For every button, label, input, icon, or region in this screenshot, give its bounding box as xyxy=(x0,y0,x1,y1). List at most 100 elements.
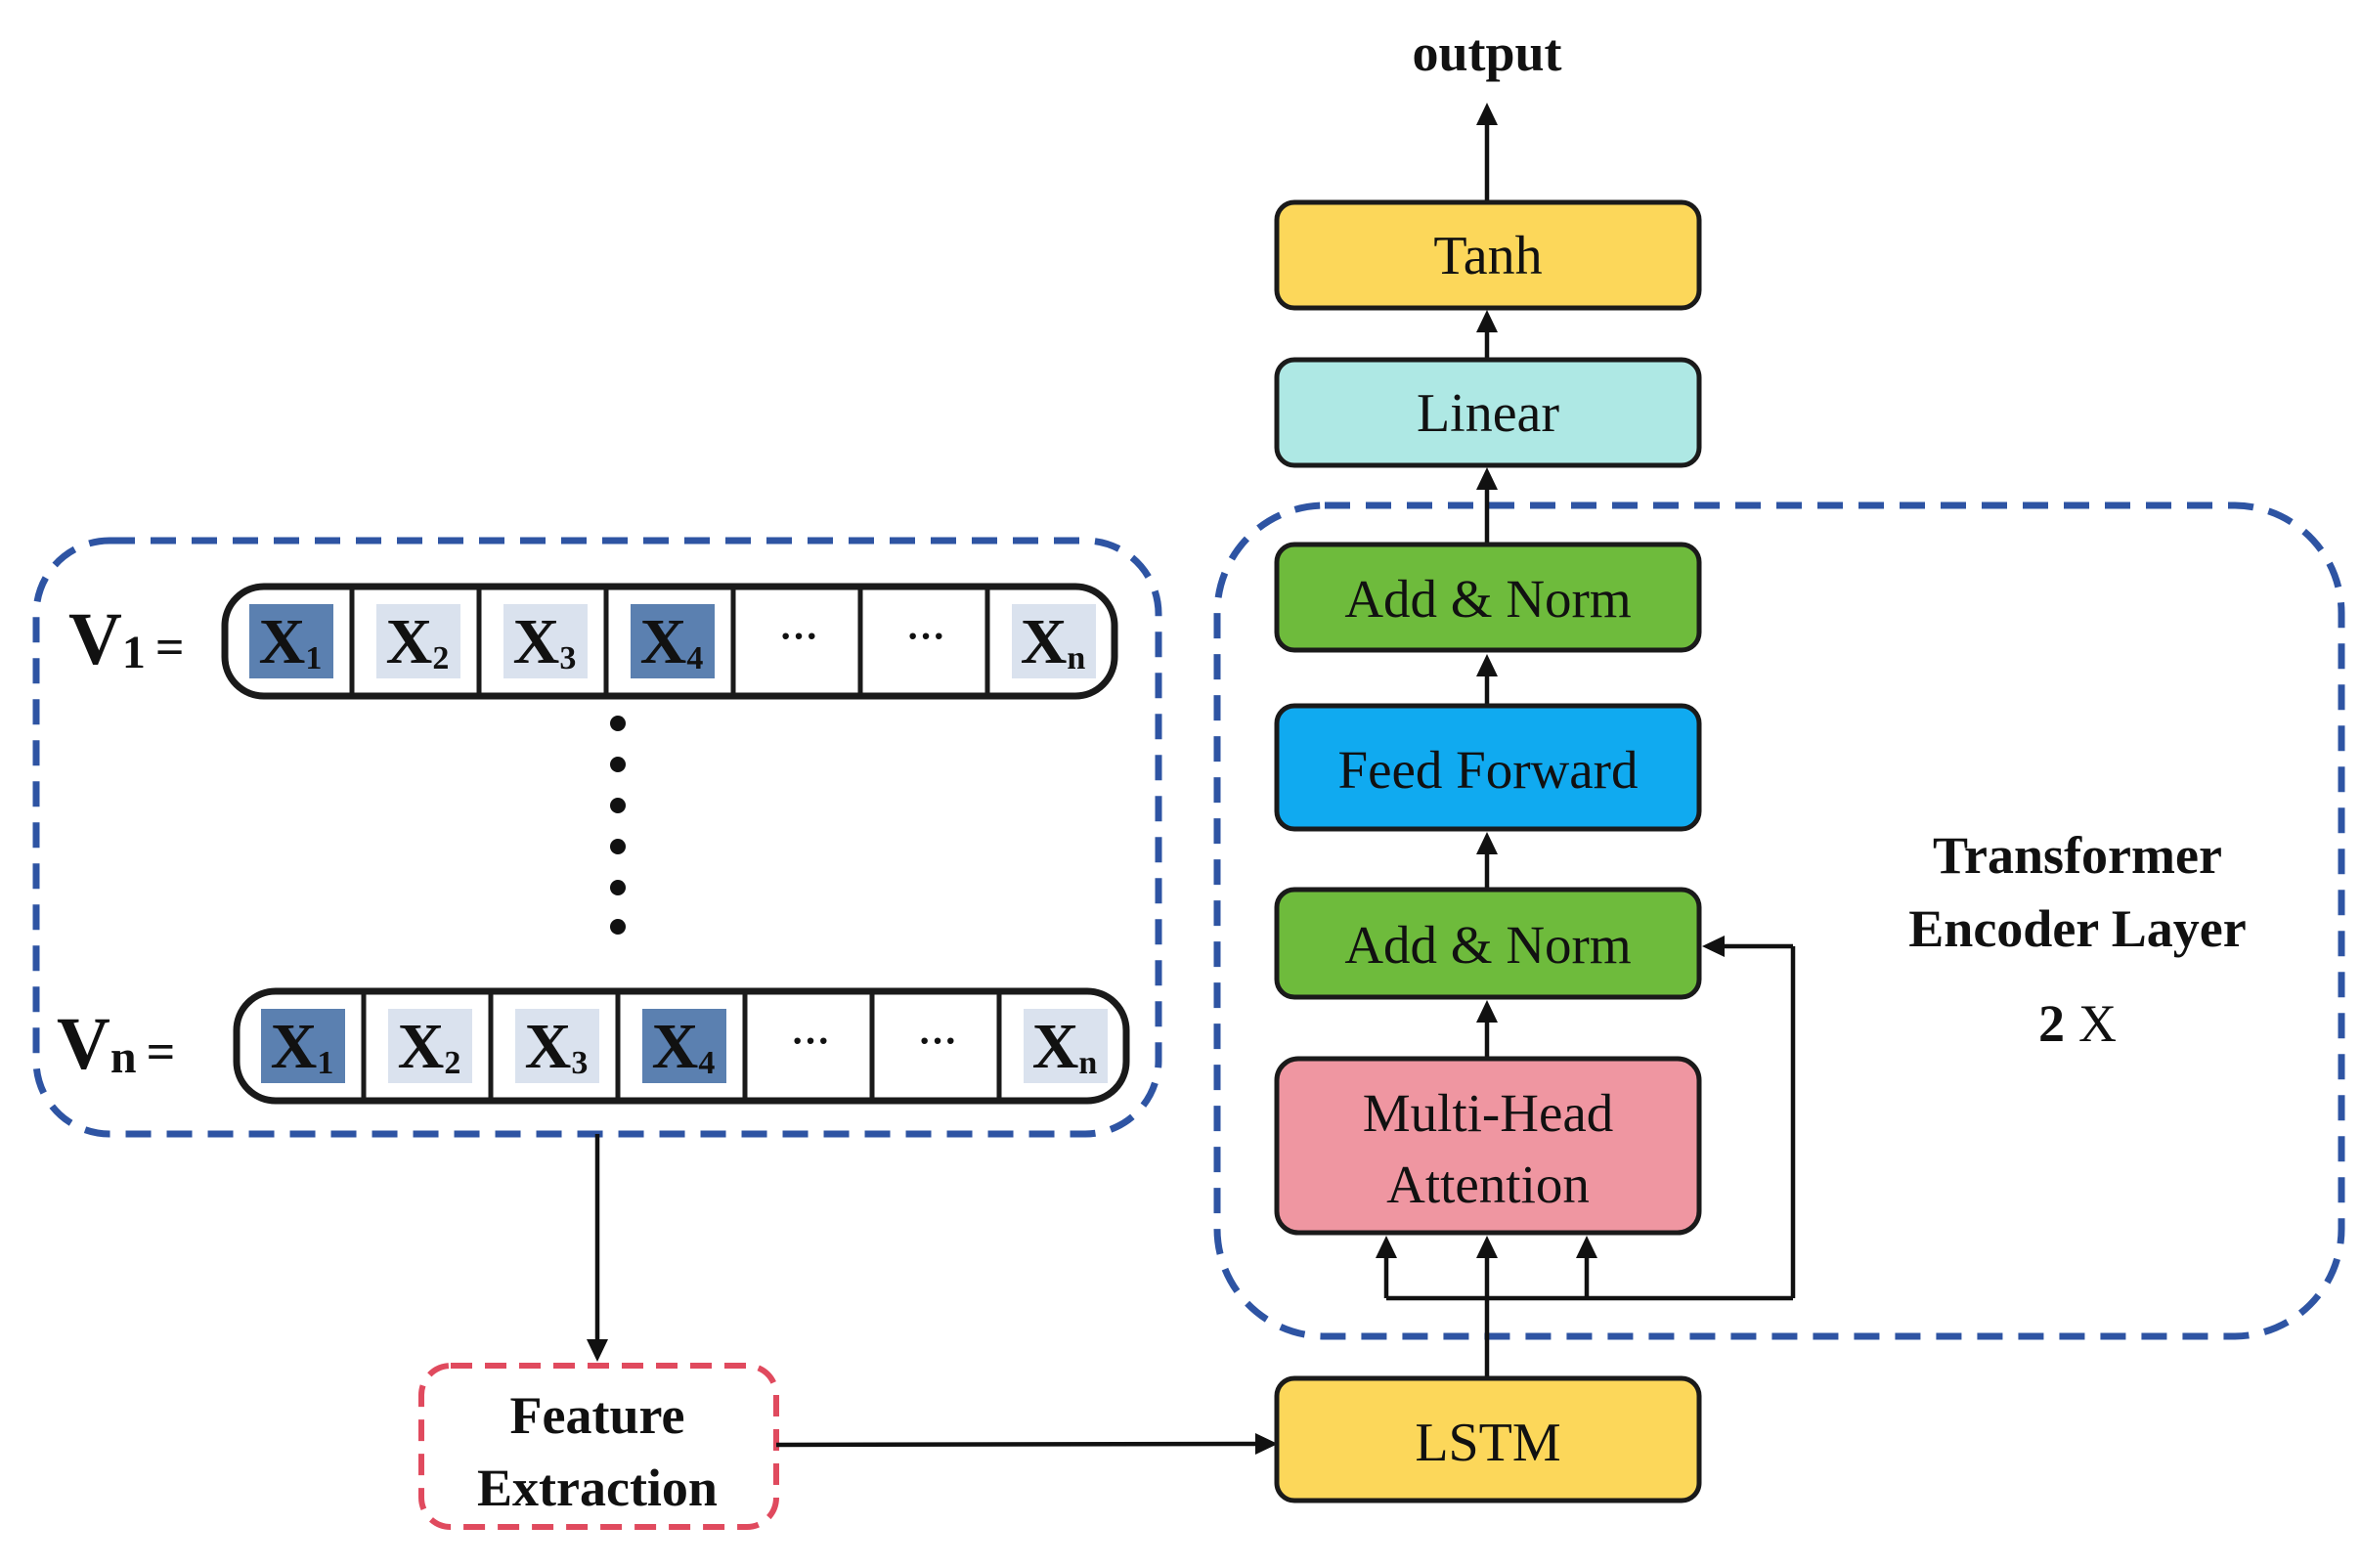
cell-label: X1 xyxy=(259,606,323,677)
cell-label: X1 xyxy=(271,1011,334,1082)
linear-label: Linear xyxy=(1417,383,1559,444)
add-norm-top-block: Add & Norm xyxy=(1274,542,1702,653)
cell-base: X xyxy=(640,606,687,677)
multi-head-attention-box xyxy=(1274,1056,1702,1236)
vector-cell: X4 xyxy=(615,991,726,1101)
cell-fill xyxy=(261,1009,345,1083)
vector-subscript: n xyxy=(110,1031,137,1083)
arrowhead xyxy=(587,1339,608,1362)
ellipsis-dot xyxy=(610,757,626,772)
connectors xyxy=(587,103,1796,1455)
transformer-encoder-container xyxy=(1213,501,2345,1340)
add-norm-top-label: Add & Norm xyxy=(1344,569,1631,629)
cell-subscript: 2 xyxy=(432,640,449,676)
arrowhead xyxy=(1476,1000,1498,1023)
cell-subscript: 4 xyxy=(698,1045,715,1081)
vector-equals: = xyxy=(155,620,185,675)
ellipsis-dot xyxy=(610,919,626,935)
cell-label: ··· xyxy=(906,614,945,658)
feed-forward-box xyxy=(1274,703,1702,832)
vector-cell: X3 xyxy=(488,991,599,1101)
tanh-block: Tanh xyxy=(1274,199,1702,311)
vector-cell: X1 xyxy=(249,604,333,678)
feature-extraction-box xyxy=(418,1363,779,1530)
cell-label: X3 xyxy=(525,1011,589,1082)
vector-cell: X4 xyxy=(603,587,715,696)
vector-cell: ··· xyxy=(730,587,818,696)
vector-cell: ··· xyxy=(857,587,945,696)
cell-base: X xyxy=(1032,1011,1079,1082)
ellipsis-dot xyxy=(610,716,626,731)
vertical-ellipsis xyxy=(610,716,626,935)
vector-equals: = xyxy=(147,1024,176,1080)
lstm-block: LSTM xyxy=(1274,1375,1702,1503)
ellipsis-dot xyxy=(610,839,626,854)
cell-base: ··· xyxy=(918,1019,957,1063)
arrowhead xyxy=(1476,1236,1498,1258)
arrowhead xyxy=(1476,832,1498,854)
cell-subscript: 3 xyxy=(559,640,576,676)
cell-fill xyxy=(503,604,588,678)
cell-label: ··· xyxy=(791,1019,830,1063)
encoder-repeat-num: 2 xyxy=(2038,994,2065,1053)
cell-subscript: 3 xyxy=(571,1045,588,1081)
arrowhead xyxy=(1576,1236,1597,1258)
cell-base: X xyxy=(386,606,433,677)
vector-cell: Xn xyxy=(996,991,1108,1101)
arrowhead xyxy=(1476,467,1498,490)
cell-label: ··· xyxy=(779,614,818,658)
cell-fill xyxy=(642,1009,726,1083)
cell-fill xyxy=(376,604,460,678)
cell-subscript: 2 xyxy=(444,1045,460,1081)
cell-fill xyxy=(515,1009,599,1083)
mha-label-line1: Multi-Head xyxy=(1363,1083,1614,1143)
vector-letter: V xyxy=(57,1003,110,1085)
vector-subscript: 1 xyxy=(122,627,146,678)
cell-label: ··· xyxy=(918,1019,957,1063)
cell-subscript: 1 xyxy=(317,1045,333,1081)
vector-letter: V xyxy=(68,598,122,680)
cell-base: X xyxy=(513,606,560,677)
cell-label: X2 xyxy=(398,1011,461,1082)
cell-base: X xyxy=(398,1011,445,1082)
feature-extraction-line2: Extraction xyxy=(477,1459,718,1517)
vector-cell: ··· xyxy=(742,991,830,1101)
encoder-label-line2: Encoder Layer xyxy=(1908,899,2246,958)
multi-head-attention-block: Multi-Head Attention xyxy=(1274,1056,1702,1236)
feed-forward-block: Feed Forward xyxy=(1274,703,1702,832)
add-norm-bottom-box xyxy=(1274,887,1702,1000)
cell-fill xyxy=(1024,1009,1108,1083)
vector-label: Vn= xyxy=(57,1003,175,1085)
cell-base: X xyxy=(652,1011,699,1082)
arrowhead xyxy=(1476,310,1498,332)
vector-label: V1= xyxy=(68,598,185,680)
vector-cell: Xn xyxy=(984,587,1096,696)
arrowhead xyxy=(1476,103,1498,125)
vector-cell: X3 xyxy=(476,587,588,696)
cell-subscript: n xyxy=(1067,640,1085,676)
cell-label: Xn xyxy=(1021,606,1086,677)
arrowhead xyxy=(1702,936,1725,957)
cell-base: ··· xyxy=(906,614,945,658)
cell-subscript: n xyxy=(1078,1045,1097,1081)
cell-label: X3 xyxy=(513,606,577,677)
ellipsis-dot xyxy=(610,798,626,813)
cell-base: ··· xyxy=(779,614,818,658)
cell-base: X xyxy=(525,1011,572,1082)
cell-subscript: 4 xyxy=(686,640,703,676)
feature-extraction-line1: Feature xyxy=(510,1386,685,1445)
ellipsis-dot xyxy=(610,880,626,895)
arrowhead xyxy=(1376,1236,1397,1258)
cell-base: X xyxy=(1021,606,1068,677)
tanh-box xyxy=(1274,199,1702,311)
linear-block: Linear xyxy=(1274,357,1702,468)
encoder-label-line1: Transformer xyxy=(1933,826,2222,885)
cell-base: ··· xyxy=(791,1019,830,1063)
lstm-box xyxy=(1274,1375,1702,1503)
cell-base: X xyxy=(271,1011,318,1082)
